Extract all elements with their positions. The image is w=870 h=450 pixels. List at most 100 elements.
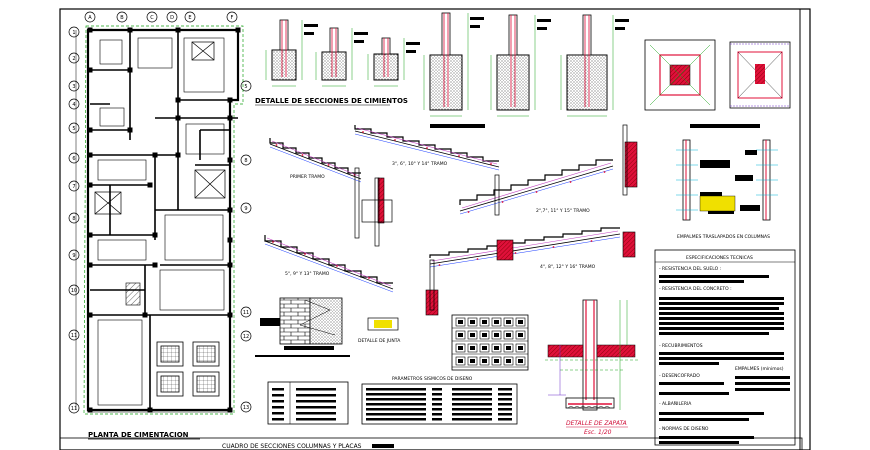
plan-column-19 <box>87 232 93 238</box>
svg-text:10: 10 <box>71 288 77 294</box>
stair-column-4 <box>494 174 500 216</box>
axis-bubble-a: A <box>84 11 96 23</box>
svg-text:11: 11 <box>243 310 249 316</box>
specs-title: ESPECIFICACIONES TECNICAS <box>686 255 753 261</box>
svg-text:5: 5 <box>72 126 75 132</box>
outer-frame <box>59 8 811 450</box>
plan-column-9 <box>127 127 133 133</box>
plan-columns <box>87 27 241 413</box>
spec-bar-2 <box>659 297 784 300</box>
plan-walls <box>90 30 238 410</box>
spec-bar-7 <box>659 322 784 325</box>
svg-text:F: F <box>231 15 234 21</box>
spec-bar-4 <box>659 307 779 310</box>
plan-column-16 <box>87 182 93 188</box>
plan-column-11 <box>227 115 233 121</box>
spec-item-7: - NORMAS DE DISEÑO <box>659 425 709 432</box>
spec-bar-3 <box>659 302 784 305</box>
spec-bar-10 <box>659 352 784 355</box>
spec-bar-12 <box>659 362 719 365</box>
footing-plan-title-bar <box>690 124 760 128</box>
stair-label-3: 2°,7°, 11° Y 15° TRAMO <box>536 208 590 214</box>
foundation-sections-title: DETALLE DE SECCIONES DE CIMIENTOS <box>255 97 408 105</box>
spec-item-4: - DESENCOFRADO <box>659 373 700 379</box>
loads-table <box>267 381 349 425</box>
foundation-section-6 <box>560 14 629 117</box>
bottom-strip <box>59 437 803 450</box>
plan-column-22 <box>87 262 93 268</box>
svg-text:11: 11 <box>71 333 77 339</box>
spec-item-3: - RECUBRIMIENTOS <box>659 343 703 349</box>
foundation-section-2 <box>315 27 368 87</box>
svg-text:A: A <box>88 15 92 21</box>
plan-column-29 <box>147 407 153 413</box>
footing-detail: DETALLE DE ZAPATA Esc. 1/20 <box>545 299 640 436</box>
row-axis-left-4: 4 <box>68 98 80 110</box>
plan-footing-cells <box>156 341 220 397</box>
svg-text:5: 5 <box>244 84 247 90</box>
stair-flight-2 <box>354 125 500 171</box>
stair-label-5: 4°, 8°, 12° Y 16° TRAMO <box>540 264 596 270</box>
svg-text:9: 9 <box>72 253 75 259</box>
stair-flight-4 <box>264 235 394 293</box>
row-axis-left-10: 10 <box>68 284 80 296</box>
plan-column-18 <box>227 207 233 213</box>
row-axis-right-5: 5 <box>240 80 252 92</box>
stair-label-1: PRIMER TRAMO <box>290 174 325 180</box>
plan-column-3 <box>235 27 241 33</box>
footing-scale: Esc. 1/20 <box>584 429 612 436</box>
axis-bubble-c: C <box>146 11 158 23</box>
stair-column-0 <box>374 177 380 247</box>
spec-bar-15 <box>735 382 790 385</box>
stair-label-4: 5°, 9° Y 13° TRAMO <box>285 271 330 277</box>
spec-bar-18 <box>659 412 764 415</box>
spec-bar-13 <box>659 382 724 385</box>
axis-bubble-f: F <box>226 11 238 23</box>
spec-redacted-values <box>659 275 790 444</box>
stair-flight-3 <box>459 159 614 215</box>
stair-column-3 <box>622 124 628 196</box>
stair-column-2 <box>429 259 435 311</box>
plan-column-0 <box>87 27 93 33</box>
spec-bar-20 <box>659 436 754 439</box>
foundation-sections: DETALLE DE SECCIONES DE CIMIENTOS <box>255 12 760 128</box>
row-axis-left-3: 3 <box>68 80 80 92</box>
row-axis-right-12: 12 <box>240 330 252 342</box>
row-axis-right-11: 11 <box>240 306 252 318</box>
plan-title: PLANTA DE CIMENTACION <box>88 431 189 439</box>
svg-text:4: 4 <box>72 102 75 108</box>
plan-column-8 <box>87 127 93 133</box>
plan-column-5 <box>127 67 133 73</box>
plan-column-21 <box>227 237 233 243</box>
splices-title: EMPALMES TRASLAPADOS EN COLUMNAS <box>677 234 770 240</box>
plan-rooms <box>97 37 225 406</box>
spec-bar-19 <box>659 418 749 421</box>
row-axis-left-11: 11 <box>68 329 80 341</box>
plan-column-15 <box>227 157 233 163</box>
stair-column-1 <box>354 167 360 239</box>
technical-specifications: ESPECIFICACIONES TECNICAS - RESISTENCIA … <box>654 249 796 446</box>
svg-text:8: 8 <box>72 216 75 222</box>
svg-text:C: C <box>150 15 154 21</box>
stair-label-2: 3°, 6°, 10° Y 14° TRAMO <box>392 161 448 167</box>
joint-title: DETALLE DE JUNTA <box>358 338 401 344</box>
plan-openings <box>94 41 226 215</box>
plan-outline <box>86 28 240 412</box>
plan-footing-dashes <box>83 25 244 415</box>
row-axis-right-9: 9 <box>240 202 252 214</box>
stair-support-4 <box>425 289 439 316</box>
svg-text:13: 13 <box>243 405 249 411</box>
spec-item-5: EMPALMES (mínimos) <box>735 365 784 372</box>
stair-sections: PRIMER TRAMO 3°, 6°, 10° Y 14° TRAMO 2°,… <box>264 124 638 316</box>
spec-bar-8 <box>659 327 784 330</box>
svg-text:E: E <box>188 15 191 21</box>
plan-column-24 <box>227 262 233 268</box>
foundation-section-3 <box>367 37 420 87</box>
row-axis-left-8: 8 <box>68 212 80 224</box>
row-axis-left-5: 5 <box>68 122 80 134</box>
row-axis-left-9: 9 <box>68 249 80 261</box>
footing-title: DETALLE DE ZAPATA <box>566 420 627 427</box>
